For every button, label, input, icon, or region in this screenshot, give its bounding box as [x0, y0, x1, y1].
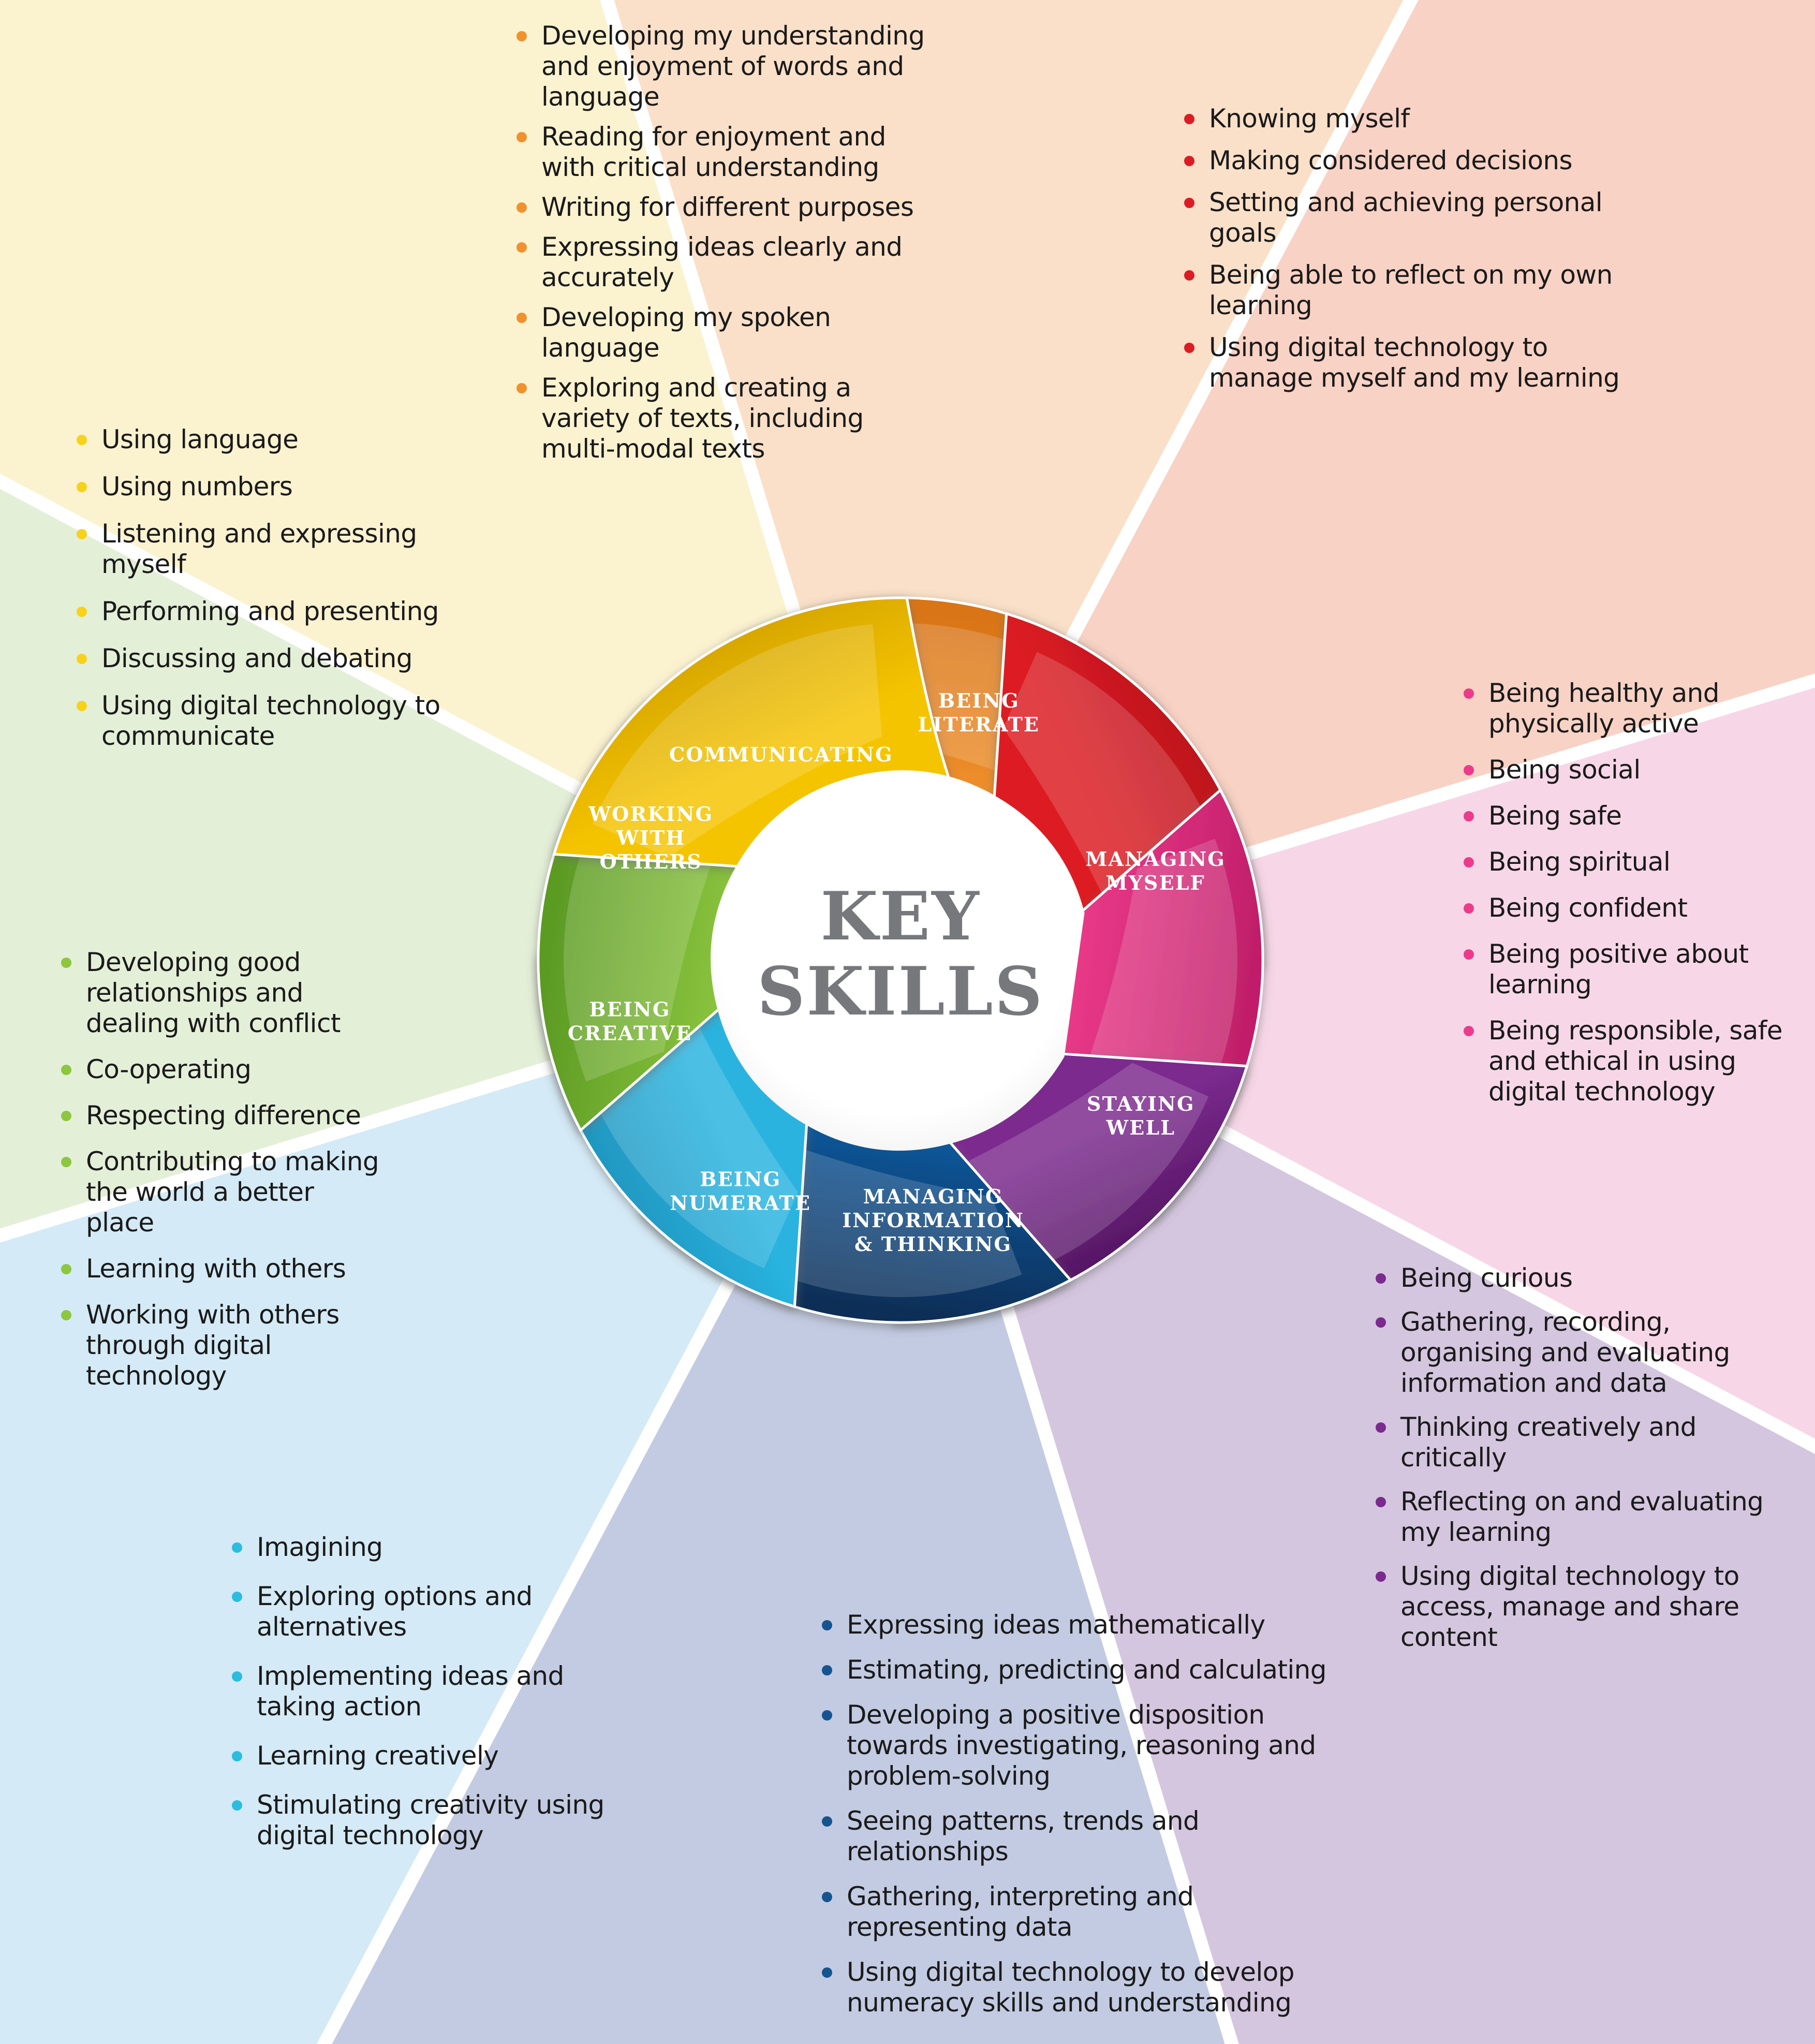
list-item: Using digital technology to develop nume…: [818, 1957, 1335, 2018]
background-wedge-staying-well: [883, 673, 1815, 1454]
list-item: Using digital technology to communicate: [72, 690, 486, 752]
list-item: Contributing to making the world a bette…: [57, 1146, 388, 1238]
list-item: Estimating, predicting and calculating: [818, 1655, 1335, 1685]
list-item: Being confident: [1459, 893, 1791, 923]
list-item: Being healthy and physically active: [1459, 678, 1791, 739]
blade-gloss-communicating: [592, 624, 882, 858]
list-item: Respecting difference: [57, 1100, 388, 1131]
list-item: Being social: [1459, 755, 1791, 785]
list-item: Reading for enjoyment and with critical …: [512, 122, 926, 183]
list-item: Developing my understanding and enjoymen…: [512, 21, 926, 112]
panel-being-literate: Developing my understanding and enjoymen…: [512, 21, 926, 474]
list-item: Being responsible, safe and ethical in u…: [1459, 1016, 1791, 1107]
list-item: Listening and expressing myself: [72, 519, 486, 580]
list-item: Reflecting on and evaluating my learning: [1371, 1487, 1786, 1548]
list-item: Setting and achieving personal goals: [1180, 187, 1646, 248]
list-item: Expressing ideas mathematically: [818, 1610, 1335, 1640]
list-item: Gathering, interpreting and representing…: [818, 1881, 1335, 1943]
list-item: Making considered decisions: [1180, 145, 1646, 176]
list-item: Being curious: [1371, 1263, 1786, 1293]
list-item: Gathering, recording, organising and eva…: [1371, 1307, 1786, 1399]
list-item: Thinking creatively and critically: [1371, 1412, 1786, 1473]
center-title-line2: SKILLS: [757, 953, 1044, 1031]
list-item: Developing my spoken language: [512, 302, 926, 363]
list-item: Being safe: [1459, 801, 1791, 831]
list-item: Being able to reflect on my own learning: [1180, 260, 1646, 321]
list-item: Using digital technology to access, mana…: [1371, 1561, 1786, 1653]
list-item: Seeing patterns, trends and relationship…: [818, 1806, 1335, 1867]
background-wedge-being-numerate: [316, 943, 1239, 2044]
list-item: Being spiritual: [1459, 847, 1791, 877]
list-item: Co-operating: [57, 1054, 388, 1085]
list-item: Developing good relationships and dealin…: [57, 947, 388, 1039]
list-item: Writing for different purposes: [512, 192, 926, 223]
list-item: Knowing myself: [1180, 104, 1646, 134]
list-item: Learning with others: [57, 1254, 388, 1284]
blade-label-communicating: COMMUNICATING: [669, 743, 893, 766]
list-item: Performing and presenting: [72, 596, 486, 627]
list-being-literate: Developing my understanding and enjoymen…: [512, 21, 926, 464]
list-item: Learning creatively: [228, 1741, 642, 1771]
panel-working-with-others: Developing good relationships and dealin…: [57, 947, 388, 1407]
list-item: Imagining: [228, 1532, 642, 1563]
center-title-line1: KEY: [820, 878, 980, 955]
list-item: Stimulating creativity using digital tec…: [228, 1790, 642, 1851]
list-item: Exploring options and alternatives: [228, 1581, 642, 1642]
list-item: Developing a positive disposition toward…: [818, 1700, 1335, 1791]
list-item: Exploring and creating a variety of text…: [512, 373, 926, 464]
list-item: Working with others through digital tech…: [57, 1300, 388, 1391]
list-item: Using language: [72, 424, 486, 455]
list-working-with-others: Developing good relationships and dealin…: [57, 947, 388, 1391]
background-wedge-working-with-others: [0, 474, 918, 1243]
list-item: Using digital technology to manage mysel…: [1180, 332, 1646, 393]
list-item: Expressing ideas clearly and accurately: [512, 232, 926, 293]
background-wedge-being-literate: [600, 0, 1419, 978]
wheel-center-hub: [711, 770, 1085, 1151]
list-item: Being positive about learning: [1459, 939, 1791, 1000]
list-item: Using numbers: [72, 472, 486, 502]
list-item: Implementing ideas and taking action: [228, 1661, 642, 1722]
list-item: Discussing and debating: [72, 643, 486, 674]
